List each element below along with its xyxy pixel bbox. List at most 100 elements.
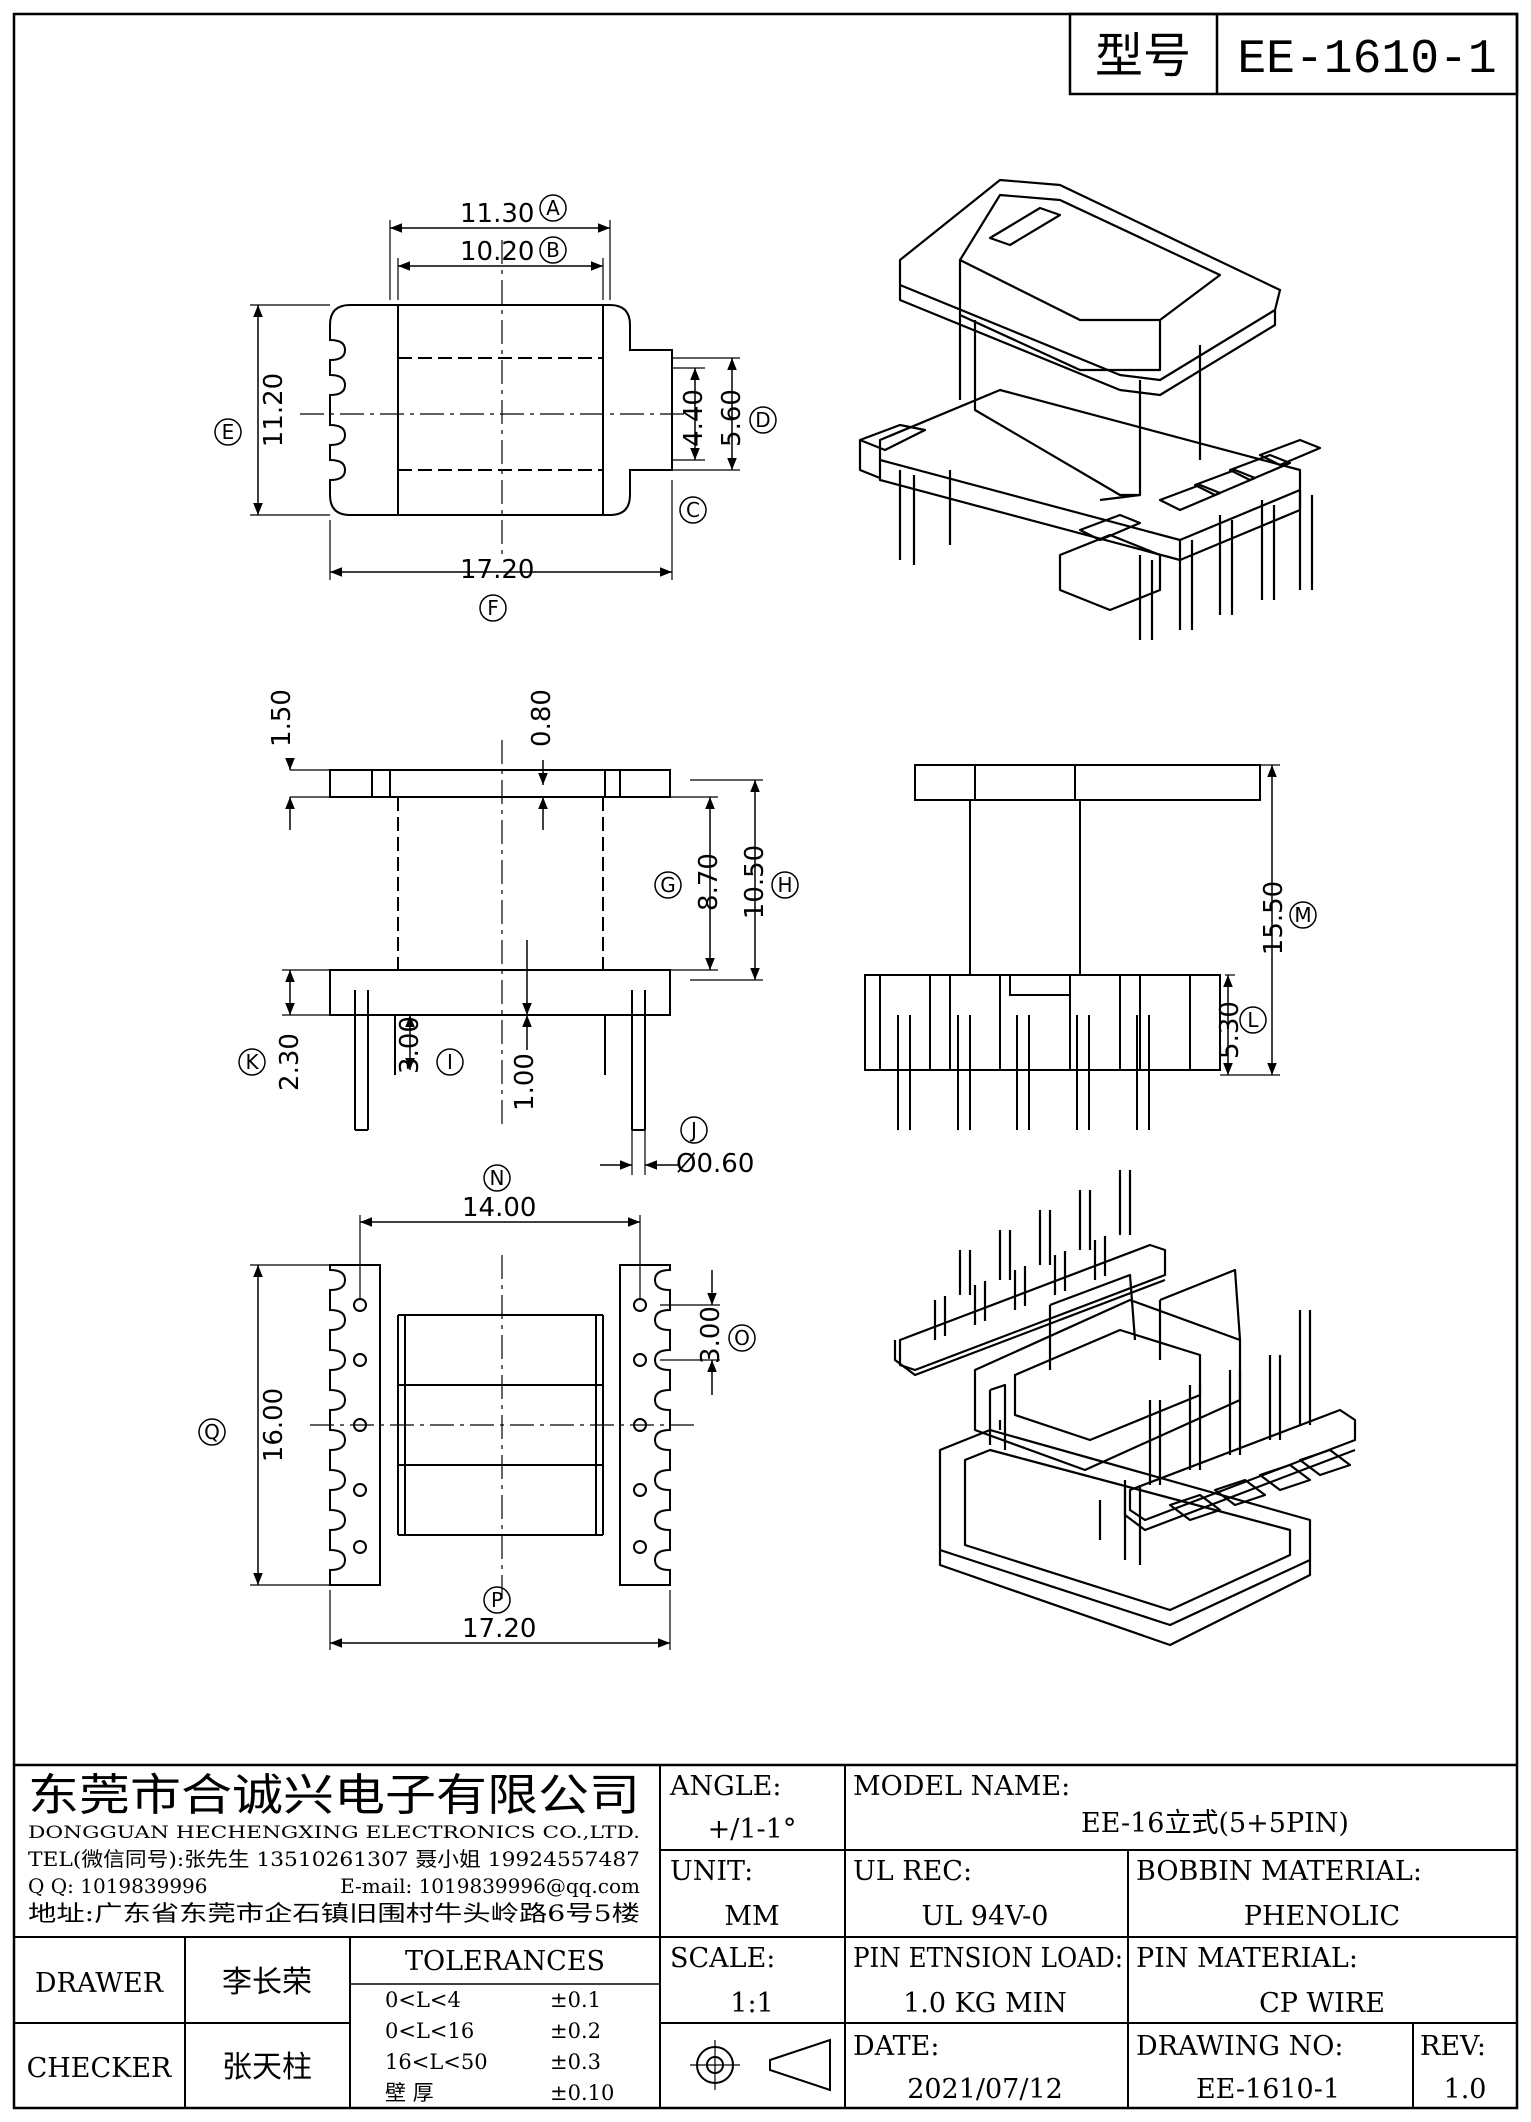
tolerance-range: 壁 厚 xyxy=(385,2081,434,2105)
title-box: 型号 EE-1610-1 xyxy=(1068,12,1519,96)
company-email: E-mail: 1019839996@qq.com xyxy=(340,1874,640,1898)
model-name-value: EE-16立式(5+5PIN) xyxy=(1081,1808,1349,1839)
balloon-d: D xyxy=(755,408,770,432)
tolerances-label: TOLERANCES xyxy=(405,1946,605,1977)
angle-label: ANGLE: xyxy=(669,1771,781,1802)
balloon-e: E xyxy=(222,420,235,444)
balloon-g: G xyxy=(660,873,676,897)
drawing-no-value: EE-1610-1 xyxy=(1196,2074,1340,2105)
front-view xyxy=(864,764,1280,1130)
balloon-n: N xyxy=(490,1166,505,1190)
balloon-l: L xyxy=(1247,1008,1259,1032)
dim-o-value: 3.00 xyxy=(696,1306,726,1364)
title-box-label: 型号 xyxy=(1095,28,1191,84)
side-view-balloons: G H K I J xyxy=(238,871,799,1144)
scale-label: SCALE: xyxy=(670,1943,775,1974)
dim-q-value: 16.00 xyxy=(259,1388,289,1462)
dim-m-value: 15.50 xyxy=(1259,881,1289,955)
balloon-o: O xyxy=(734,1326,750,1350)
front-view-dims: 15.50 5.30 xyxy=(1215,881,1289,1059)
date-value: 2021/07/12 xyxy=(907,2074,1063,2105)
dim-center-value: 1.00 xyxy=(510,1053,540,1111)
tolerance-range: 16<L<50 xyxy=(385,2050,488,2074)
dim-d-value: 5.60 xyxy=(717,389,747,447)
dim-g-value: 8.70 xyxy=(694,853,724,911)
top-view xyxy=(250,220,740,580)
iso-view-upper xyxy=(858,178,1322,640)
bobbin-material-label: BOBBIN MATERIAL: xyxy=(1136,1856,1422,1887)
balloon-h: H xyxy=(777,873,792,897)
balloon-f: F xyxy=(487,596,499,620)
drawer-value: 李长荣 xyxy=(222,1965,312,2000)
company-name-cn: 东莞市合诚兴电子有限公司 xyxy=(28,1770,640,1821)
title-box-model: EE-1610-1 xyxy=(1237,33,1496,87)
bottom-view-dims: 14.00 17.20 16.00 3.00 xyxy=(259,1193,726,1644)
side-view xyxy=(282,740,763,1175)
angle-value: +/1-1° xyxy=(708,1814,797,1845)
dim-b-value: 10.20 xyxy=(460,237,534,267)
dim-slot: 0.80 xyxy=(527,689,557,747)
drawer-label: DRAWER xyxy=(35,1968,164,1999)
title-block-text: ANGLE: +/1-1° MODEL NAME: EE-16立式(5+5PIN… xyxy=(27,1771,1487,2105)
dim-j-value: Ø0.60 xyxy=(676,1149,754,1179)
balloon-i: I xyxy=(447,1050,453,1074)
tolerance-table: 0<L<4 ±0.1 0<L<16 ±0.2 16<L<50 ±0.3 壁 厚 … xyxy=(385,1988,614,2105)
rev-label: REV: xyxy=(1420,2031,1486,2062)
pin-load-value: 1.0 KG MIN xyxy=(903,1988,1067,2019)
dim-a-value: 11.30 xyxy=(460,199,534,229)
balloon-p: P xyxy=(491,1588,503,1612)
iso-view-lower xyxy=(893,1170,1357,1647)
scale-value: 1:1 xyxy=(730,1988,773,2019)
dim-h-value: 10.50 xyxy=(740,845,770,919)
tolerance-range: 0<L<16 xyxy=(385,2019,474,2043)
checker-label: CHECKER xyxy=(27,2053,172,2084)
bobbin-material-value: PHENOLIC xyxy=(1244,1901,1400,1932)
bottom-view xyxy=(250,1215,720,1650)
unit-value: MM xyxy=(724,1901,779,1932)
checker-value: 张天柱 xyxy=(222,2050,312,2085)
unit-label: UNIT: xyxy=(670,1856,753,1887)
dim-top-flange: 1.50 xyxy=(267,689,297,747)
balloon-j: J xyxy=(689,1118,697,1142)
title-block xyxy=(14,1763,1517,2108)
dim-k-value: 2.30 xyxy=(275,1033,305,1091)
ul-rec-value: UL 94V-0 xyxy=(922,1901,1049,1932)
front-view-balloons: M L xyxy=(1239,901,1317,1034)
drawing-no-label: DRAWING NO: xyxy=(1136,2031,1343,2062)
company-info: 东莞市合诚兴电子有限公司 DONGGUAN HECHENGXING ELECTR… xyxy=(28,1770,640,1927)
sheet-border xyxy=(12,12,1519,2110)
balloon-k: K xyxy=(245,1050,259,1074)
dim-l-value: 5.30 xyxy=(1215,1001,1245,1059)
dim-e-value: 11.20 xyxy=(259,373,289,447)
top-view-dims: 11.30 10.20 17.20 11.20 5.60 4.40 xyxy=(259,199,747,585)
top-view-window xyxy=(397,304,604,516)
model-name-label: MODEL NAME: xyxy=(853,1771,1070,1802)
company-tel: TEL(微信同号):张先生 13510261307 聂小姐 1992455748… xyxy=(28,1847,640,1871)
pin-material-label: PIN MATERIAL: xyxy=(1136,1943,1358,1974)
dim-p-value: 17.20 xyxy=(462,1614,536,1644)
dim-n-value: 14.00 xyxy=(462,1193,536,1223)
balloon-a: A xyxy=(546,196,560,220)
top-view-outline xyxy=(329,304,673,516)
pin-load-label: PIN ETNSION LOAD: xyxy=(853,1943,1123,1974)
top-view-balloons: A B E D C F xyxy=(214,194,777,622)
ul-rec-label: UL REC: xyxy=(853,1856,972,1887)
balloon-b: B xyxy=(546,238,560,262)
tolerance-value: ±0.2 xyxy=(550,2019,601,2043)
balloon-c: C xyxy=(686,498,700,522)
tolerance-value: ±0.1 xyxy=(550,1988,601,2012)
pin-material-value: CP WIRE xyxy=(1259,1988,1385,2019)
dim-i-value: 3.00 xyxy=(395,1016,425,1074)
tolerance-value: ±0.3 xyxy=(550,2050,601,2074)
balloon-m: M xyxy=(1294,903,1311,927)
date-label: DATE: xyxy=(853,2031,939,2062)
company-name-en: DONGGUAN HECHENGXING ELECTRONICS CO.,LTD… xyxy=(28,1823,640,1843)
side-view-dims: 1.50 0.80 8.70 10.50 2.30 3.00 1.00 Ø0.6… xyxy=(267,689,770,1179)
balloon-q: Q xyxy=(204,1420,220,1444)
tolerance-range: 0<L<4 xyxy=(385,1988,461,2012)
dim-f-value: 17.20 xyxy=(460,555,534,585)
tolerance-value: ±0.10 xyxy=(550,2081,614,2105)
company-address: 地址:广东省东莞市企石镇旧围村牛头岭路6号5楼 xyxy=(28,1902,640,1927)
bottom-view-balloons: N O Q P xyxy=(198,1164,756,1614)
